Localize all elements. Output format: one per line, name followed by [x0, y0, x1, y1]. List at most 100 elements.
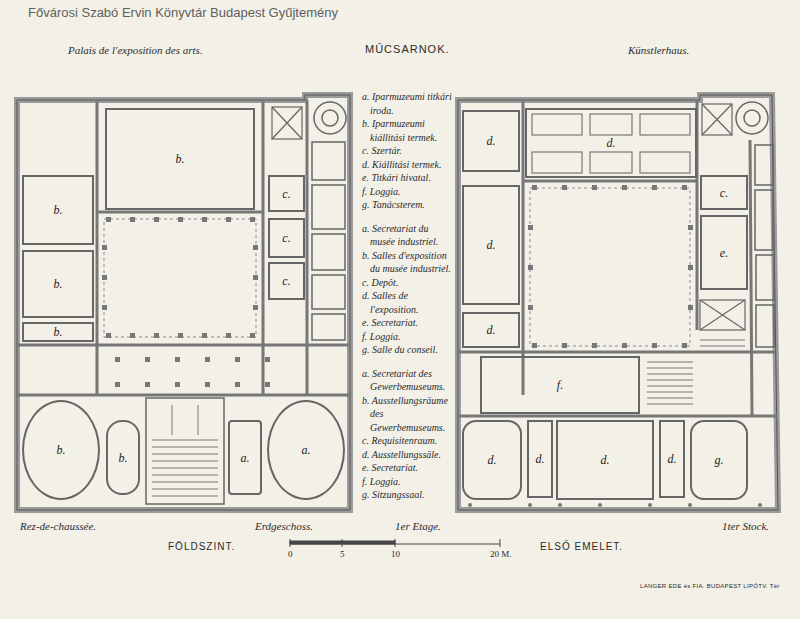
key-entry: e. Secretariat. [362, 461, 454, 475]
room-outline: a. [228, 420, 262, 495]
crossed-box [272, 107, 302, 139]
column [528, 305, 533, 310]
room-letter: a. [300, 443, 313, 457]
loggia-columns [688, 503, 692, 507]
crossed-box [700, 300, 745, 330]
column [528, 225, 533, 230]
outer-wall [17, 95, 778, 510]
inner-wall [97, 211, 263, 214]
crossed-box [272, 104, 745, 330]
key-entry: c. Depôt. [362, 276, 454, 290]
stair-steps [152, 482, 218, 483]
small-room [312, 234, 345, 270]
key-entry: g. Salle du conseil. [362, 343, 454, 357]
column [592, 343, 597, 348]
column [115, 357, 120, 362]
column [145, 357, 150, 362]
column [178, 333, 183, 338]
key-entry: c. Requisitenraum. [362, 434, 454, 448]
room-outline: d. [462, 312, 520, 348]
printer-imprint: LANGER EDE és FIA. BUDAPEST LIPÓTV. Tér [640, 583, 780, 589]
key-column: a. Iparmuzeumi titkári iroda.b. Iparmuze… [362, 90, 454, 502]
spiral-stair [744, 110, 760, 126]
column [532, 343, 537, 348]
ceiling-panel [640, 152, 690, 173]
key-entry: f. Loggia. [362, 185, 454, 199]
floor-name: Rez-de-chaussée. [20, 520, 96, 532]
stair-steps [152, 475, 218, 476]
stair-steps [152, 440, 218, 441]
crossed-box [702, 104, 732, 135]
room-outline: d. [462, 110, 520, 172]
small-room [146, 142, 774, 504]
key-entry: f. Loggia. [362, 330, 454, 344]
ceiling-panel [590, 152, 632, 173]
room-outline: f. [480, 356, 640, 414]
small-room [756, 305, 774, 347]
room-letter: b. [174, 152, 187, 166]
floor-name: 1ter Stock. [722, 520, 769, 532]
crossed-box [272, 107, 302, 139]
key-entry: e. Titkári hivatal. [362, 171, 454, 185]
scale-bar [500, 539, 501, 547]
outer-wall [458, 95, 778, 510]
key-entry: d. Ausstellungssäle. [362, 448, 454, 462]
scale-bar [290, 539, 500, 547]
room-letter: c. [280, 231, 292, 245]
floor-name: Erdgeschoss. [255, 520, 313, 532]
column [253, 275, 258, 280]
stair-steps [172, 405, 173, 435]
ceiling-panel [640, 114, 690, 135]
ceiling-panel [590, 114, 632, 135]
column [265, 382, 270, 387]
key-entry: g. Tanácsterem. [362, 198, 454, 212]
scale-bar [321, 541, 322, 544]
small-room [312, 185, 345, 229]
scale-bar [300, 541, 301, 544]
spiral-stair [736, 102, 768, 134]
column [106, 217, 111, 222]
floor-name: FÖLDSZINT. [168, 541, 235, 552]
key-entry: b. Salles d'exposition du musée industri… [362, 249, 454, 276]
scale-bar [332, 541, 333, 544]
column [130, 333, 135, 338]
crossed-box [272, 107, 302, 139]
room-letter: b. [52, 325, 65, 339]
column [235, 382, 240, 387]
room-outline: d. [462, 185, 520, 305]
column [265, 357, 270, 362]
room-outline: b. [22, 175, 94, 245]
room-outline: d. [525, 108, 697, 178]
crossed-box [700, 300, 745, 330]
column [688, 265, 693, 270]
room-outline: d. [527, 420, 553, 498]
crossed-box [702, 104, 732, 135]
stair-steps [152, 468, 218, 469]
key-entry: b. Iparmuzeumi kiállitási termek. [362, 117, 454, 144]
plan-title: MŰCSARNOK. [365, 43, 450, 55]
stair-steps [647, 404, 693, 405]
ceiling-panel [532, 152, 582, 173]
plan-caption: Palais de l'exposition des arts. [68, 44, 203, 56]
key-entry: a. Secretariat des Gewerbemuseums. [362, 367, 454, 394]
key-entry: d. Salles de l'exposition. [362, 289, 454, 316]
room-outline: a. [267, 400, 345, 500]
room-outline: c. [268, 175, 305, 212]
room-letter: c. [280, 187, 292, 201]
column [102, 245, 107, 250]
room-letter: b. [52, 277, 65, 291]
loggia-columns [468, 503, 472, 507]
column [145, 382, 150, 387]
scale-number: 0 [288, 549, 293, 559]
ceiling-panel [532, 114, 582, 135]
stair-steps [152, 454, 218, 455]
column [592, 185, 597, 190]
column [202, 333, 207, 338]
stair-steps [152, 447, 218, 448]
crossed-box [700, 300, 745, 330]
room-letter: b. [55, 443, 68, 457]
column [130, 217, 135, 222]
column [226, 333, 231, 338]
scale-number: 20 M. [490, 549, 512, 559]
